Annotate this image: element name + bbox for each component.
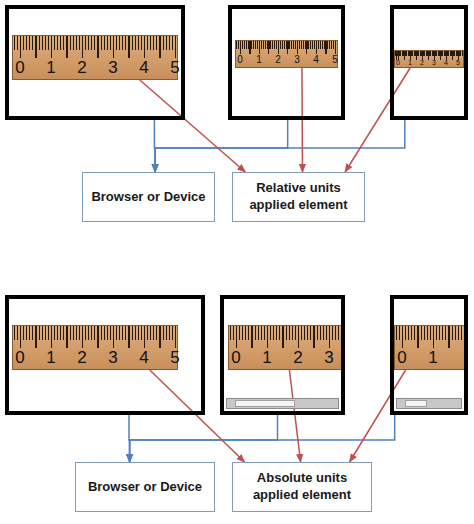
scrollbar-thumb	[405, 400, 427, 407]
element-arrow	[289, 370, 300, 462]
ruler-number: 2	[293, 349, 302, 366]
ruler-number: 1	[256, 55, 262, 65]
ruler-number: 5	[170, 349, 179, 366]
ruler-illustration: 0 1 2 3 4 5	[12, 35, 178, 80]
ruler-number: 4	[139, 59, 148, 76]
ruler-major-ticks	[395, 326, 468, 348]
device-frame: 0 1 2 3 4 5	[5, 5, 185, 120]
ruler-number: 2	[77, 349, 86, 366]
element-arrow	[301, 68, 303, 172]
device-frame: 01	[390, 295, 468, 415]
box-label: Browser or Device	[88, 479, 202, 496]
element-arrow	[350, 370, 406, 462]
ruler-number: 4	[139, 349, 148, 366]
ruler-number: 4	[313, 55, 319, 65]
ruler-number: 2	[420, 59, 424, 66]
device-connector	[155, 120, 288, 172]
ruler-illustration: 0 1 2 3 4 5	[235, 40, 338, 68]
ruler-number: 3	[324, 349, 333, 366]
scrollbar	[226, 398, 339, 409]
ruler-number: 0	[15, 59, 24, 76]
ruler-major-ticks	[13, 326, 177, 348]
ruler-number: 1	[408, 59, 412, 66]
ruler-number: 5	[332, 55, 338, 65]
box-label: Browser or Device	[91, 189, 205, 206]
ruler-illustration: 01	[394, 325, 468, 370]
process-box: Relative units applied element	[232, 172, 365, 222]
ruler-major-ticks	[13, 36, 177, 58]
device-frame: 0 1 2 3 4 5	[390, 5, 468, 120]
device-frame: 0 1 2 3 4 5	[5, 295, 205, 415]
ruler-major-ticks	[229, 326, 345, 348]
process-box: Browser or Device	[82, 172, 215, 222]
ruler-number: 0	[231, 349, 240, 366]
ruler-number: 2	[77, 59, 86, 76]
ruler-number: 2	[275, 55, 281, 65]
ruler-number: 1	[46, 59, 55, 76]
device-frame: 0 1 2 3 4 5	[228, 5, 345, 120]
ruler-number: 4	[444, 59, 448, 66]
device-connector	[130, 415, 395, 462]
device-connector	[155, 120, 405, 172]
scrollbar	[396, 398, 462, 409]
ruler-number: 3	[294, 55, 300, 65]
ruler-number: 1	[46, 349, 55, 366]
device-frame: 0 1 2 3	[220, 295, 345, 415]
ruler-number: 3	[108, 59, 117, 76]
ruler-number: 1	[428, 349, 437, 366]
ruler-number: 0	[396, 59, 400, 66]
element-arrow	[345, 68, 410, 172]
ruler-illustration: 0 1 2 3	[228, 325, 345, 370]
ruler-major-ticks	[236, 41, 337, 54]
ruler-number: 5	[456, 59, 460, 66]
box-label: Relative units applied element	[239, 180, 358, 214]
process-box: Browser or Device	[75, 462, 215, 512]
element-arrow	[150, 370, 245, 462]
ruler-number: 1	[262, 349, 271, 366]
ruler-illustration: 0 1 2 3 4 5	[12, 325, 178, 370]
ruler-number: 0	[237, 55, 243, 65]
ruler-number: 5	[170, 59, 179, 76]
ruler-illustration: 0 1 2 3 4 5	[394, 50, 464, 68]
ruler-number: 0	[397, 349, 406, 366]
ruler-number: 0	[15, 349, 24, 366]
ruler-number: 3	[108, 349, 117, 366]
process-box: Absolute units applied element	[232, 462, 372, 512]
ruler-major-ticks	[395, 51, 463, 60]
scrollbar-thumb	[235, 400, 295, 407]
ruler-number: 3	[432, 59, 436, 66]
box-label: Absolute units applied element	[239, 470, 365, 504]
